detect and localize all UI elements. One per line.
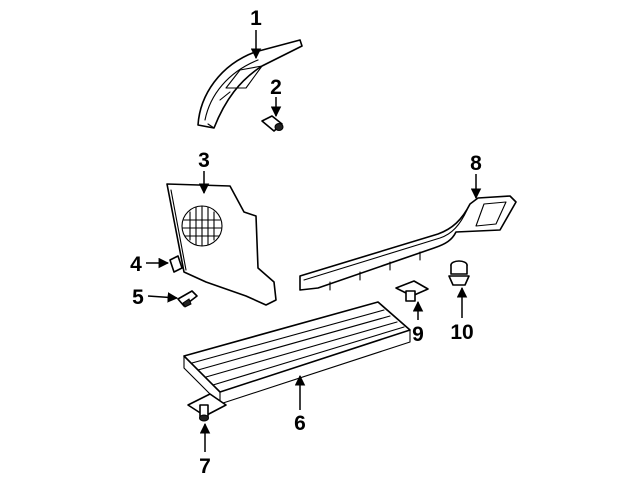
- a-pillar-trim: [197, 39, 303, 129]
- callout-1: 1: [250, 7, 262, 30]
- leader-arrows: [146, 30, 482, 452]
- molding-clip: [395, 280, 429, 302]
- push-pin-retainer: [448, 260, 470, 286]
- callout-4: 4: [130, 253, 142, 276]
- callout-labels: 1 2 3 4 5 6 7 8 9 10: [130, 7, 482, 478]
- callout-10: 10: [450, 321, 473, 344]
- callout-5: 5: [132, 286, 144, 309]
- rocker-molding: [299, 195, 517, 291]
- sill-retainer: [187, 393, 227, 422]
- leader-5: [147, 292, 179, 303]
- sill-plate: [183, 301, 411, 405]
- callout-8: 8: [470, 152, 482, 175]
- panel-clip: [169, 255, 183, 273]
- callout-6: 6: [294, 412, 306, 435]
- callout-2: 2: [270, 76, 282, 99]
- callout-9: 9: [412, 323, 424, 346]
- callout-3: 3: [198, 149, 210, 172]
- quarter-trim-panel: [166, 183, 277, 306]
- callout-7: 7: [199, 455, 211, 478]
- panel-fastener: [177, 290, 198, 308]
- retainer-clip: [261, 115, 284, 132]
